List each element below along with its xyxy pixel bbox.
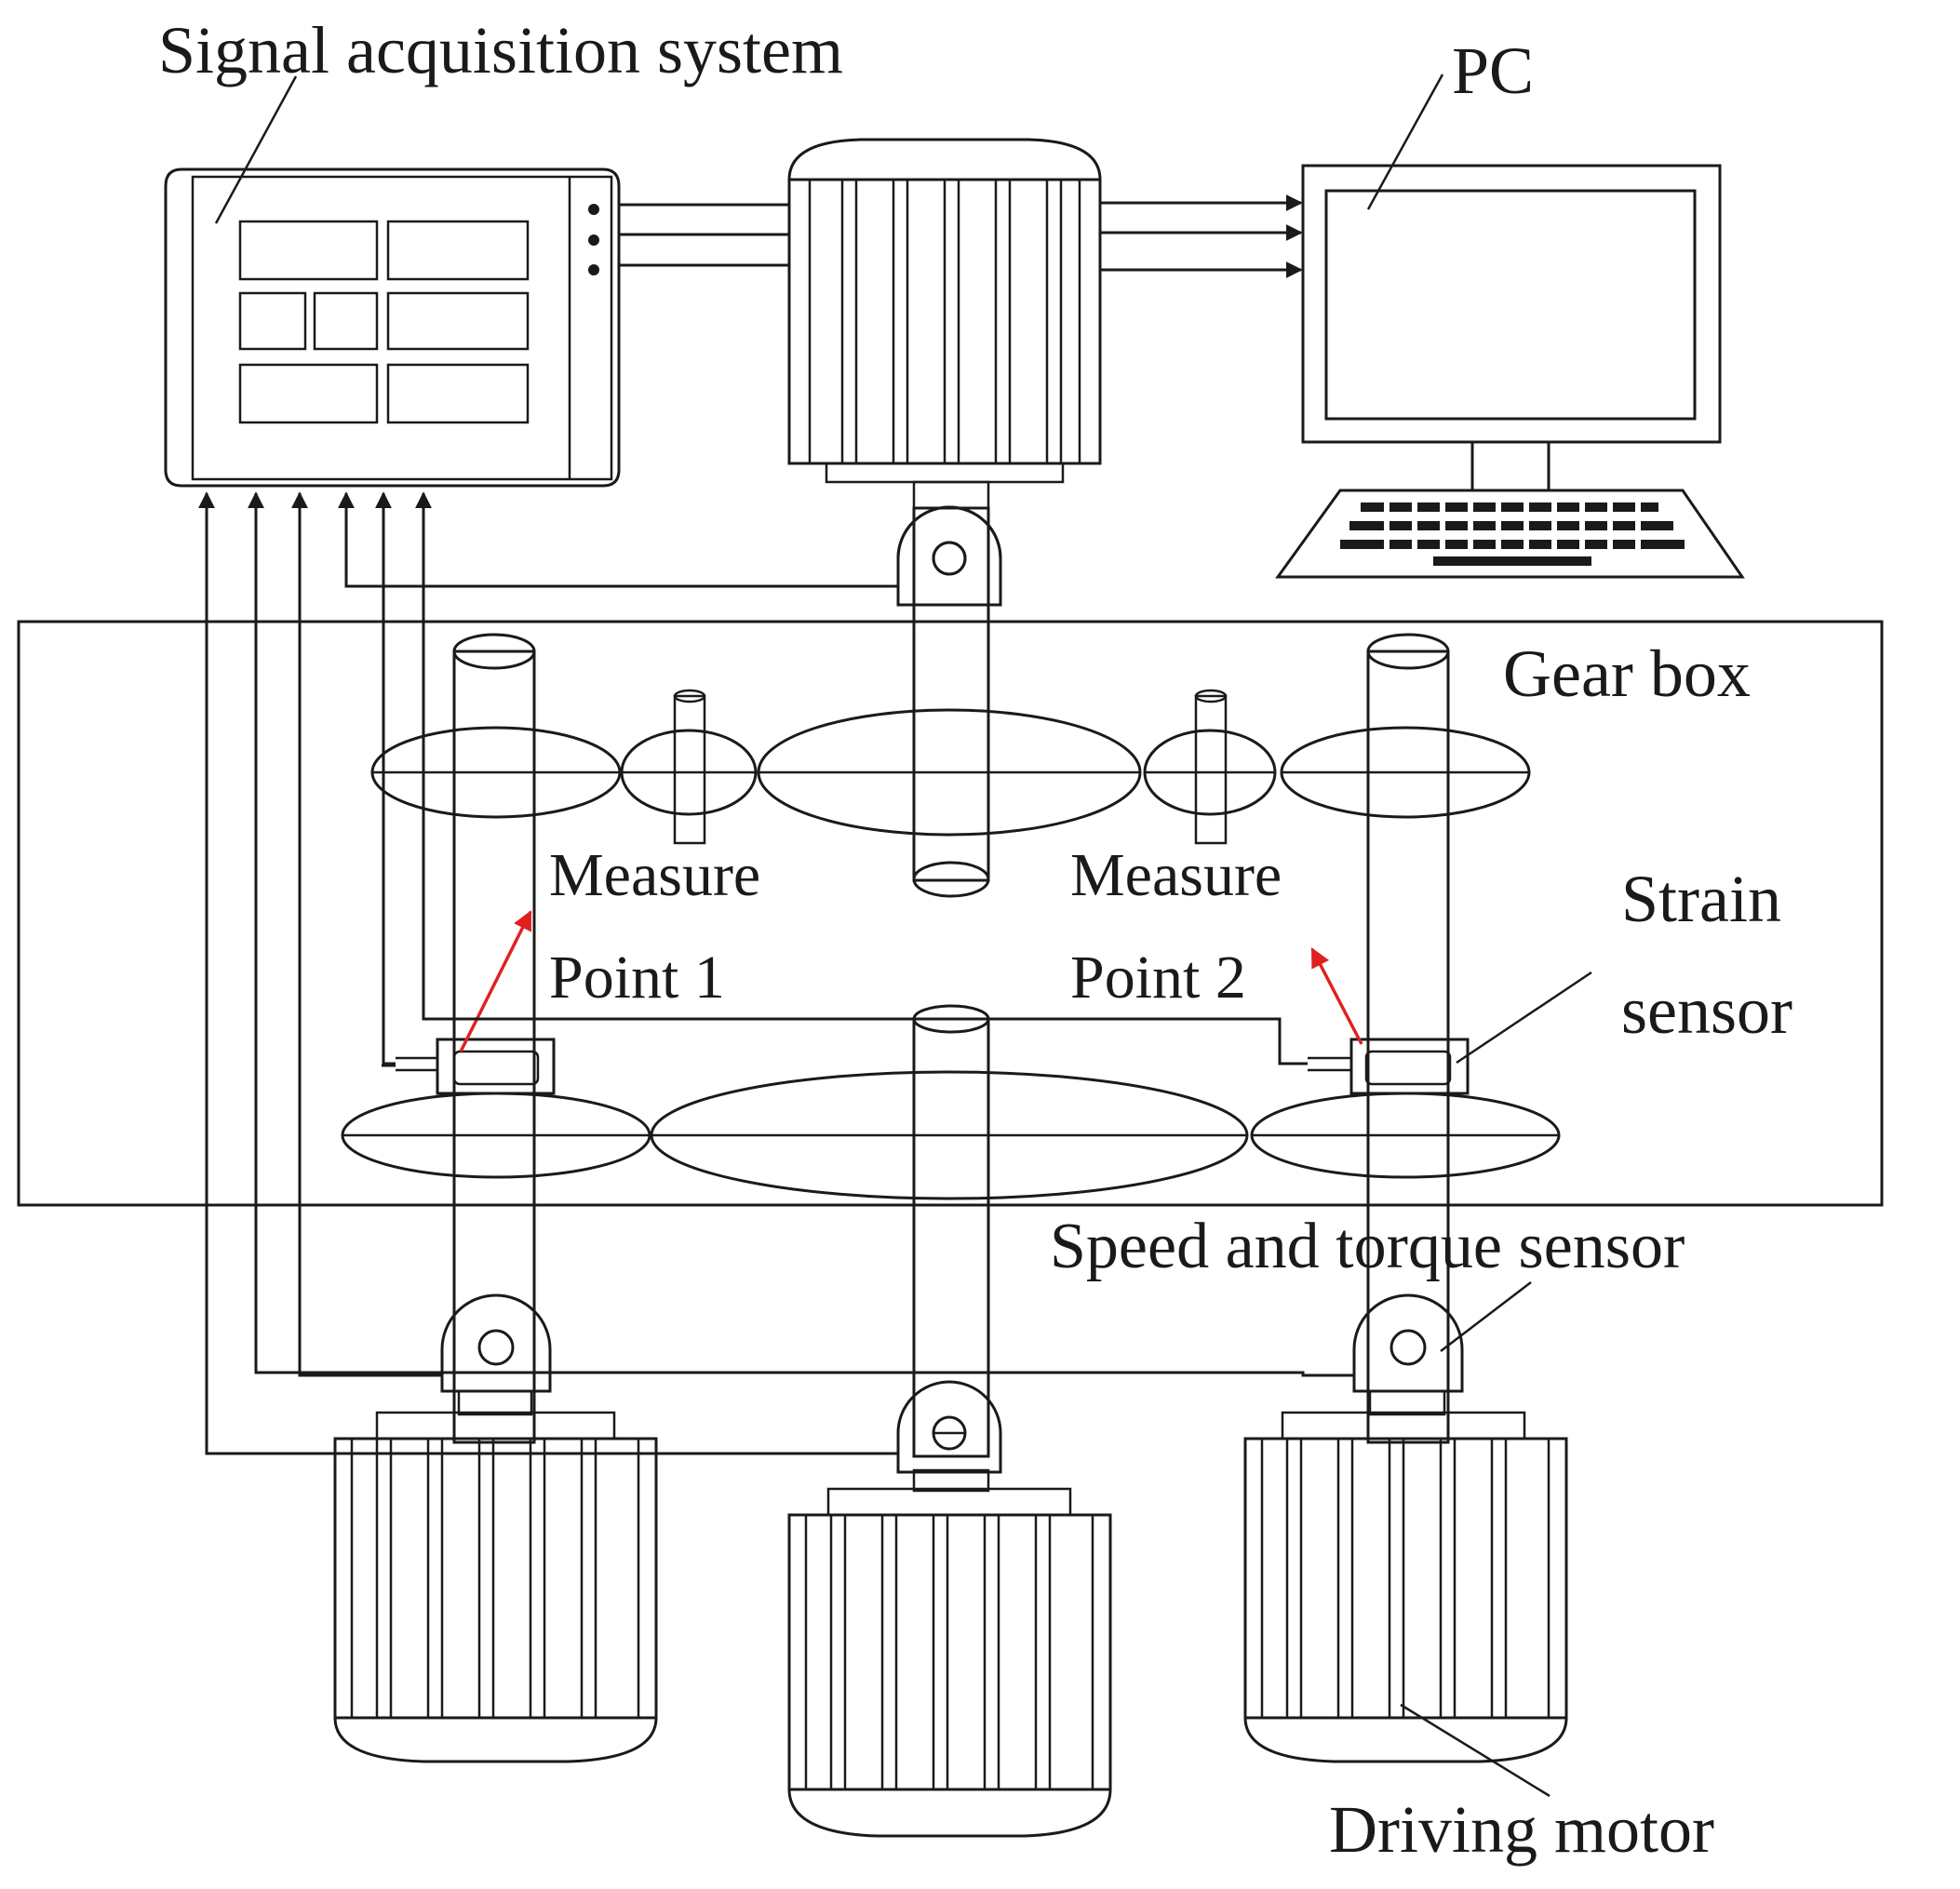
strain-sensor-right [1308, 1038, 1470, 1095]
couplings [457, 1389, 1446, 1493]
speed-torque-sensor-top-body [896, 505, 1002, 607]
label-measure-point-1-line2: Point 1 [549, 944, 725, 1011]
strain-sensor-left [396, 1038, 556, 1095]
label-speed-torque-sensor: Speed and torque sensor [1050, 1211, 1685, 1282]
label-measure-point-1-line1: Measure [549, 841, 760, 909]
driving-motor-left [333, 1411, 658, 1763]
label-measure-point-2-line1: Measure [1070, 841, 1282, 909]
label-strain-sensor-line1: Strain [1621, 862, 1781, 936]
leader-lines [214, 74, 1592, 1798]
upper-gears [370, 708, 1531, 837]
label-measure-point-2-line2: Point 2 [1070, 944, 1246, 1011]
idler-shafts [673, 689, 1228, 845]
data-cables [619, 194, 1303, 278]
shaft-right [1366, 633, 1450, 1444]
output-shaft-top [912, 506, 990, 898]
label-gear-box: Gear box [1503, 636, 1751, 711]
speed-torque-sensor-right [1352, 1293, 1464, 1393]
speed-torque-sensor-center [896, 1380, 1002, 1474]
label-pc: PC [1452, 33, 1534, 108]
label-signal-acquisition: Signal acquisition system [158, 13, 843, 87]
signal-acquisition-device [164, 167, 621, 488]
driving-motor-center [787, 1487, 1112, 1838]
driving-motor-right [1243, 1411, 1568, 1763]
gear-box-housing [17, 620, 1884, 1207]
label-strain-sensor-line2: sensor [1621, 973, 1792, 1048]
label-driving-motor: Driving motor [1329, 1792, 1714, 1867]
speed-torque-sensor-left [440, 1293, 552, 1393]
measure-point-arrows [459, 910, 1363, 1052]
pc-computer [1275, 164, 1745, 579]
signal-wires [198, 491, 1354, 1455]
load-motor-top [787, 138, 1102, 510]
lower-gears [341, 1070, 1561, 1200]
